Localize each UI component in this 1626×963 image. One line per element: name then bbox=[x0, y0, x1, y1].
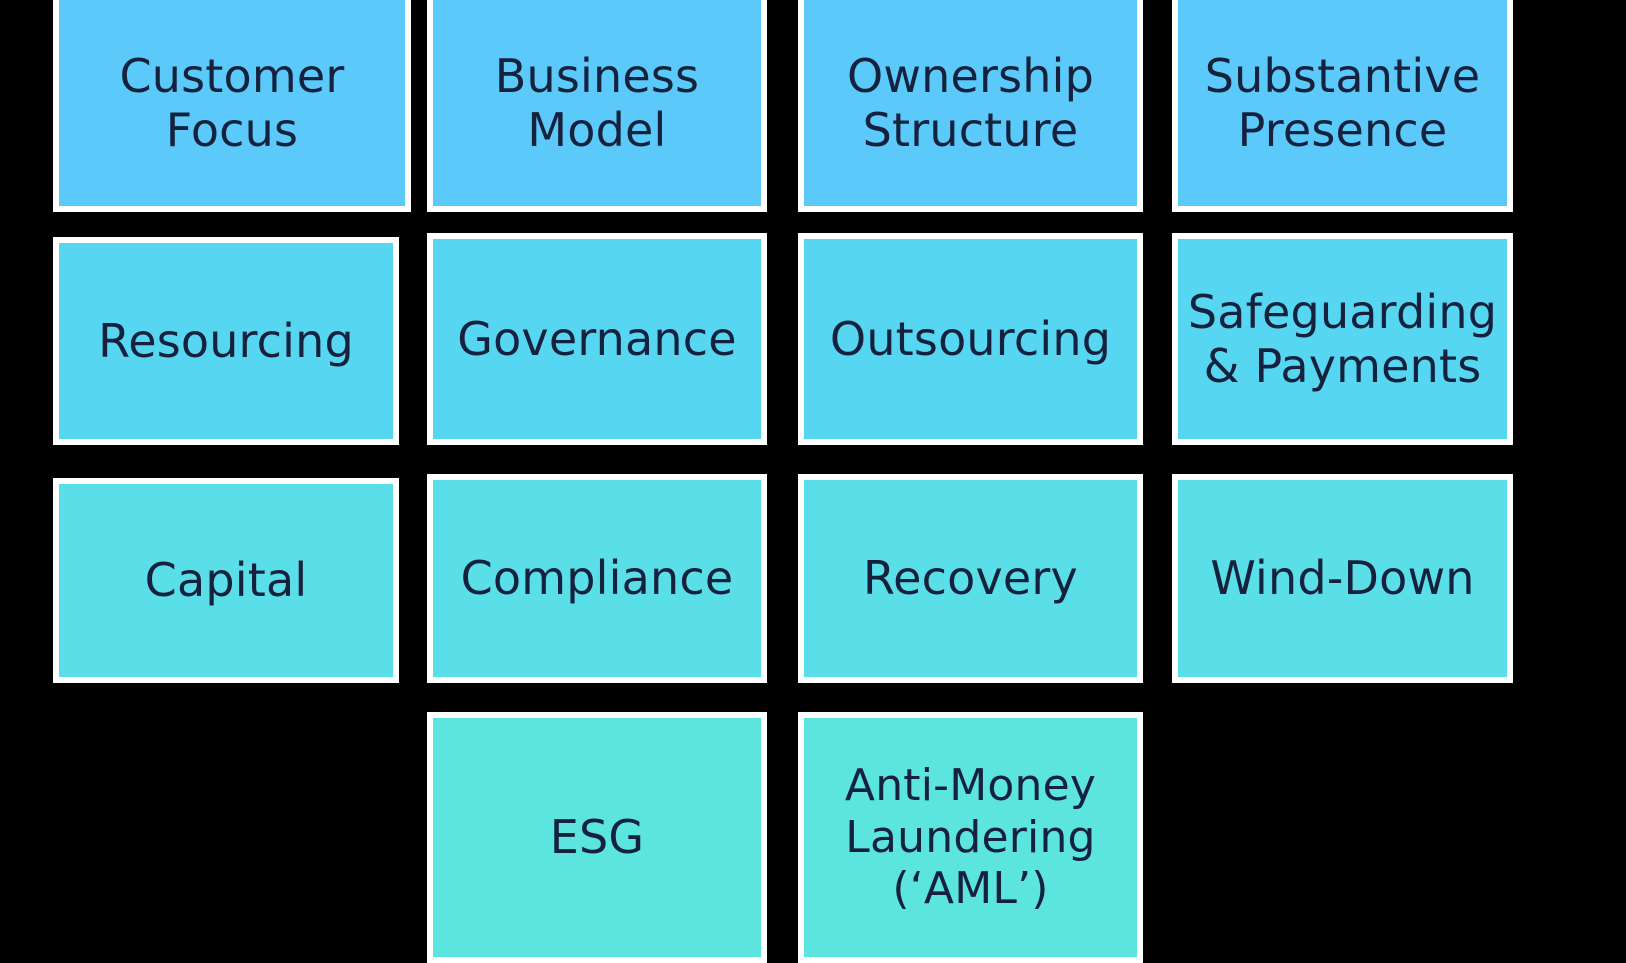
tile-customer-focus[interactable]: Customer Focus bbox=[53, 0, 411, 212]
tile-compliance[interactable]: Compliance bbox=[427, 474, 767, 683]
tile-outsourcing[interactable]: Outsourcing bbox=[798, 233, 1143, 445]
tile-label-safeguarding-payments: Safeguarding & Payments bbox=[1187, 284, 1498, 393]
tile-label-business-model: Business Model bbox=[494, 48, 700, 157]
tile-governance[interactable]: Governance bbox=[427, 233, 767, 445]
tile-resourcing[interactable]: Resourcing bbox=[53, 237, 399, 445]
tile-label-esg: ESG bbox=[549, 810, 645, 865]
tile-wind-down[interactable]: Wind-Down bbox=[1172, 474, 1513, 683]
tile-substantive-presence[interactable]: Substantive Presence bbox=[1172, 0, 1513, 212]
tile-label-resourcing: Resourcing bbox=[98, 313, 354, 368]
tile-label-ownership-structure: Ownership Structure bbox=[846, 48, 1095, 157]
tile-label-customer-focus: Customer Focus bbox=[119, 48, 345, 157]
tile-label-governance: Governance bbox=[457, 311, 737, 366]
tile-label-recovery: Recovery bbox=[863, 551, 1078, 606]
tile-esg[interactable]: ESG bbox=[427, 712, 767, 963]
tile-business-model[interactable]: Business Model bbox=[427, 0, 767, 212]
tile-label-capital: Capital bbox=[144, 553, 308, 608]
tile-label-substantive-presence: Substantive Presence bbox=[1204, 48, 1481, 157]
tile-label-compliance: Compliance bbox=[460, 551, 734, 606]
tile-label-wind-down: Wind-Down bbox=[1210, 551, 1475, 606]
tile-ownership-structure[interactable]: Ownership Structure bbox=[798, 0, 1143, 212]
tile-recovery[interactable]: Recovery bbox=[798, 474, 1143, 683]
tile-anti-money-laundering[interactable]: Anti-Money Laundering (‘AML’) bbox=[798, 712, 1143, 963]
tile-label-anti-money-laundering: Anti-Money Laundering (‘AML’) bbox=[844, 759, 1097, 915]
tile-label-outsourcing: Outsourcing bbox=[829, 311, 1112, 366]
tile-safeguarding-payments[interactable]: Safeguarding & Payments bbox=[1172, 233, 1513, 445]
tile-capital[interactable]: Capital bbox=[53, 478, 399, 683]
